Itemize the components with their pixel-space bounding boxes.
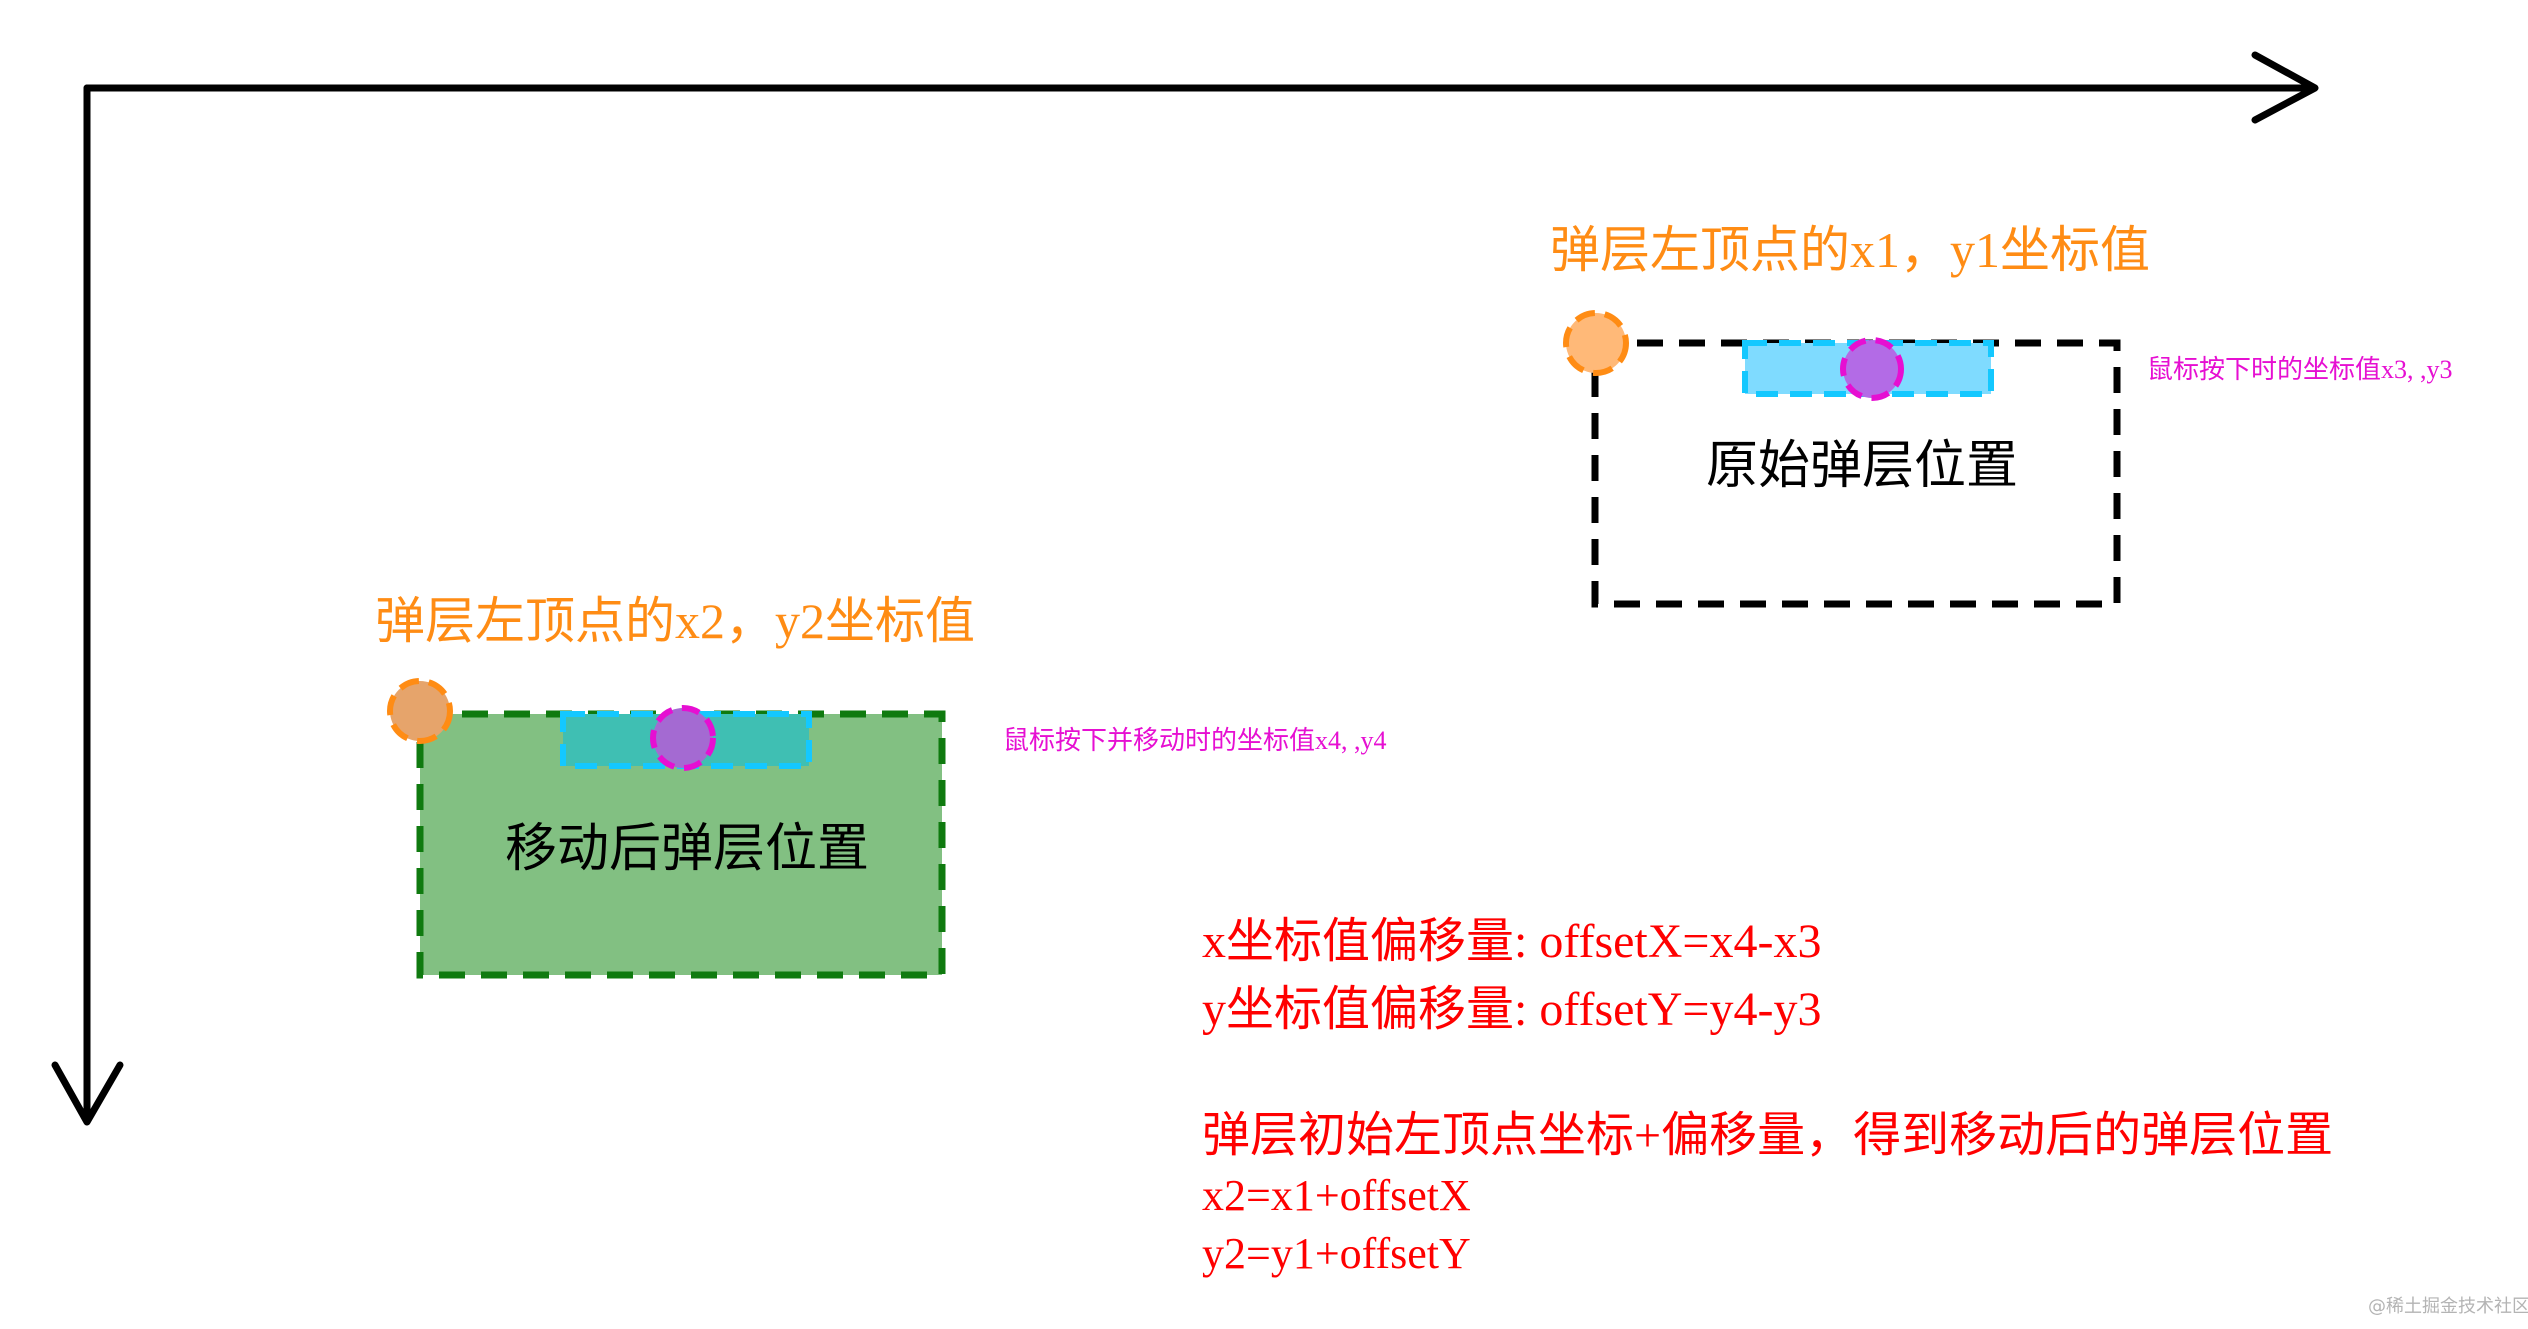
summary-text: 弹层初始左顶点坐标+偏移量，得到移动后的弹层位置 <box>1202 1109 2334 1162</box>
original-mouse-label: 鼠标按下时的坐标值x3, ,y3 <box>2147 355 2453 384</box>
watermark: @稀土掘金技术社区 <box>2368 1296 2528 1317</box>
original-top-left-label: 弹层左顶点的x1，y1坐标值 <box>1550 222 2150 278</box>
moved-top-left-point <box>387 678 453 744</box>
axes <box>51 51 2319 1126</box>
x-axis-arrowhead <box>2251 51 2319 124</box>
y2-formula: y2=y1+offsetY <box>1202 1229 1471 1278</box>
original-top-left-point <box>1563 310 1629 376</box>
moved-mouse-point <box>650 705 716 771</box>
y-axis-arrowhead <box>51 1061 124 1126</box>
x2-formula: x2=x1+offsetX <box>1202 1171 1471 1220</box>
original-mouse-point <box>1840 337 1904 401</box>
original-box-label: 原始弹层位置 <box>1706 436 2019 496</box>
moved-top-left-label: 弹层左顶点的x2，y2坐标值 <box>375 593 975 649</box>
moved-mouse-label: 鼠标按下并移动时的坐标值x4, ,y4 <box>1003 726 1387 755</box>
moved-box-label: 移动后弹层位置 <box>505 819 870 879</box>
offset-y-formula: y坐标值偏移量: offsetY=y4-y3 <box>1202 983 1822 1036</box>
offset-x-formula: x坐标值偏移量: offsetX=x4-x3 <box>1202 915 1822 968</box>
